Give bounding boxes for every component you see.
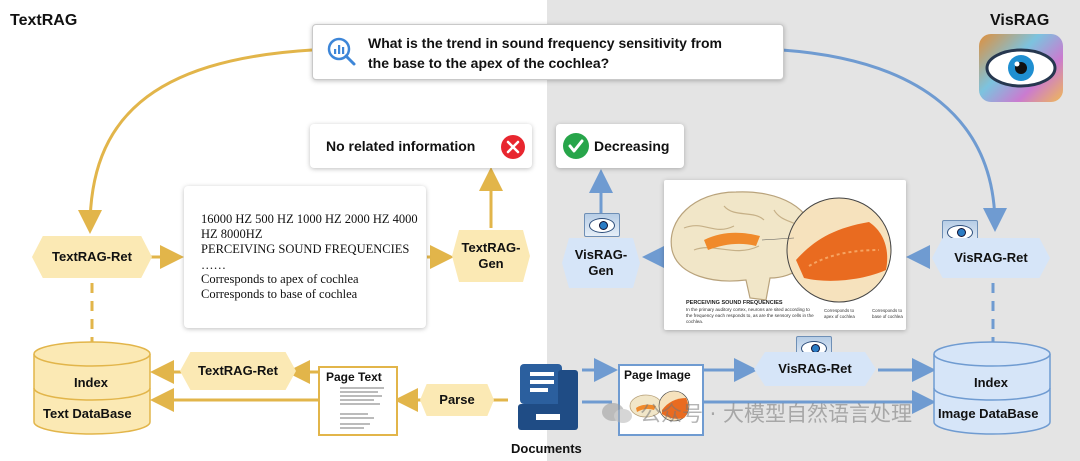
- text-db-index-label: Index: [74, 375, 108, 390]
- search-icon: [327, 37, 356, 66]
- page-text-card: Page Text: [318, 366, 398, 436]
- text-database: [33, 341, 151, 435]
- figure-heading: PERCEIVING SOUND FREQUENCIES: [686, 300, 783, 306]
- text-db-name-label: Text DataBase: [43, 406, 132, 421]
- retrieved-text-line: HZ 8000HZ: [201, 227, 263, 241]
- page-text-title: Page Text: [326, 370, 382, 384]
- documents-label: Documents: [511, 441, 582, 456]
- visrag-answer-text: Decreasing: [594, 138, 670, 154]
- retrieved-text-card: 16000 HZ 500 HZ 1000 HZ 2000 HZ 4000 HZ …: [184, 186, 426, 328]
- documents-icon: [518, 364, 578, 430]
- query-text-line2: the base to the apex of the cochlea?: [368, 55, 610, 71]
- visrag-gen-label-line1: VisRAG-: [574, 247, 628, 263]
- textrag-gen-label-line2: Gen: [478, 256, 504, 271]
- textrag-ret-node: TextRAG-Ret: [32, 236, 152, 278]
- textrag-gen-node: TextRAG- Gen: [452, 230, 530, 282]
- eye-icon: [985, 48, 1057, 88]
- image-database: [933, 341, 1051, 435]
- page-image-title: Page Image: [624, 368, 691, 382]
- visrag-ret-bottom-node: VisRAG-Ret: [754, 352, 876, 386]
- cross-icon: [501, 135, 525, 159]
- page-text-lines: [340, 387, 384, 429]
- page-image-thumbnail: [629, 390, 690, 422]
- textrag-answer-box: No related information: [310, 124, 532, 168]
- check-icon: [563, 133, 589, 159]
- visrag-answer-box: Decreasing: [556, 124, 684, 168]
- retrieved-text-line: 16000 HZ 500 HZ 1000 HZ 2000 HZ 4000: [201, 212, 418, 226]
- visrag-ret-node: VisRAG-Ret: [932, 238, 1050, 278]
- textrag-ret-bottom-node: TextRAG-Ret: [180, 352, 296, 390]
- retrieved-text-line: ……: [201, 258, 226, 272]
- image-db-index-label: Index: [974, 375, 1008, 390]
- visrag-title: VisRAG: [990, 12, 1050, 29]
- image-db-name-label: Image DataBase: [938, 406, 1039, 421]
- retrieved-text-line: PERCEIVING SOUND FREQUENCIES: [201, 242, 410, 256]
- visrag-gen-node: VisRAG- Gen: [562, 238, 640, 288]
- page-image-card: Page Image: [618, 364, 704, 436]
- figure-label-base: Corresponds to base of cochlea: [872, 308, 903, 319]
- textrag-title: TextRAG: [10, 12, 78, 29]
- watermark: 公众号 · 大模型自然语言处理: [600, 398, 912, 428]
- textrag-answer-text: No related information: [326, 138, 476, 154]
- parse-node: Parse: [420, 384, 494, 416]
- figure-label-apex: Corresponds to apex of cochlea: [824, 308, 855, 319]
- retrieved-text-line: Corresponds to base of cochlea: [201, 287, 358, 301]
- textrag-gen-label-line1: TextRAG-: [461, 240, 521, 256]
- retrieved-text-line: Corresponds to apex of cochlea: [201, 272, 359, 286]
- wechat-icon: [602, 403, 632, 423]
- figure-body: In the primary auditory cortex, neurons …: [686, 307, 814, 324]
- watermark-text: 公众号 · 大模型自然语言处理: [640, 402, 913, 426]
- brain-illustration: [670, 191, 892, 303]
- query-text-line1: What is the trend in sound frequency sen…: [368, 35, 722, 51]
- visrag-gen-label-line2: Gen: [588, 263, 614, 278]
- query-box: What is the trend in sound frequency sen…: [312, 24, 784, 80]
- visrag-logo: [979, 34, 1063, 102]
- retrieved-page-image: PERCEIVING SOUND FREQUENCIES In the prim…: [664, 180, 906, 330]
- eye-icon: [584, 213, 620, 237]
